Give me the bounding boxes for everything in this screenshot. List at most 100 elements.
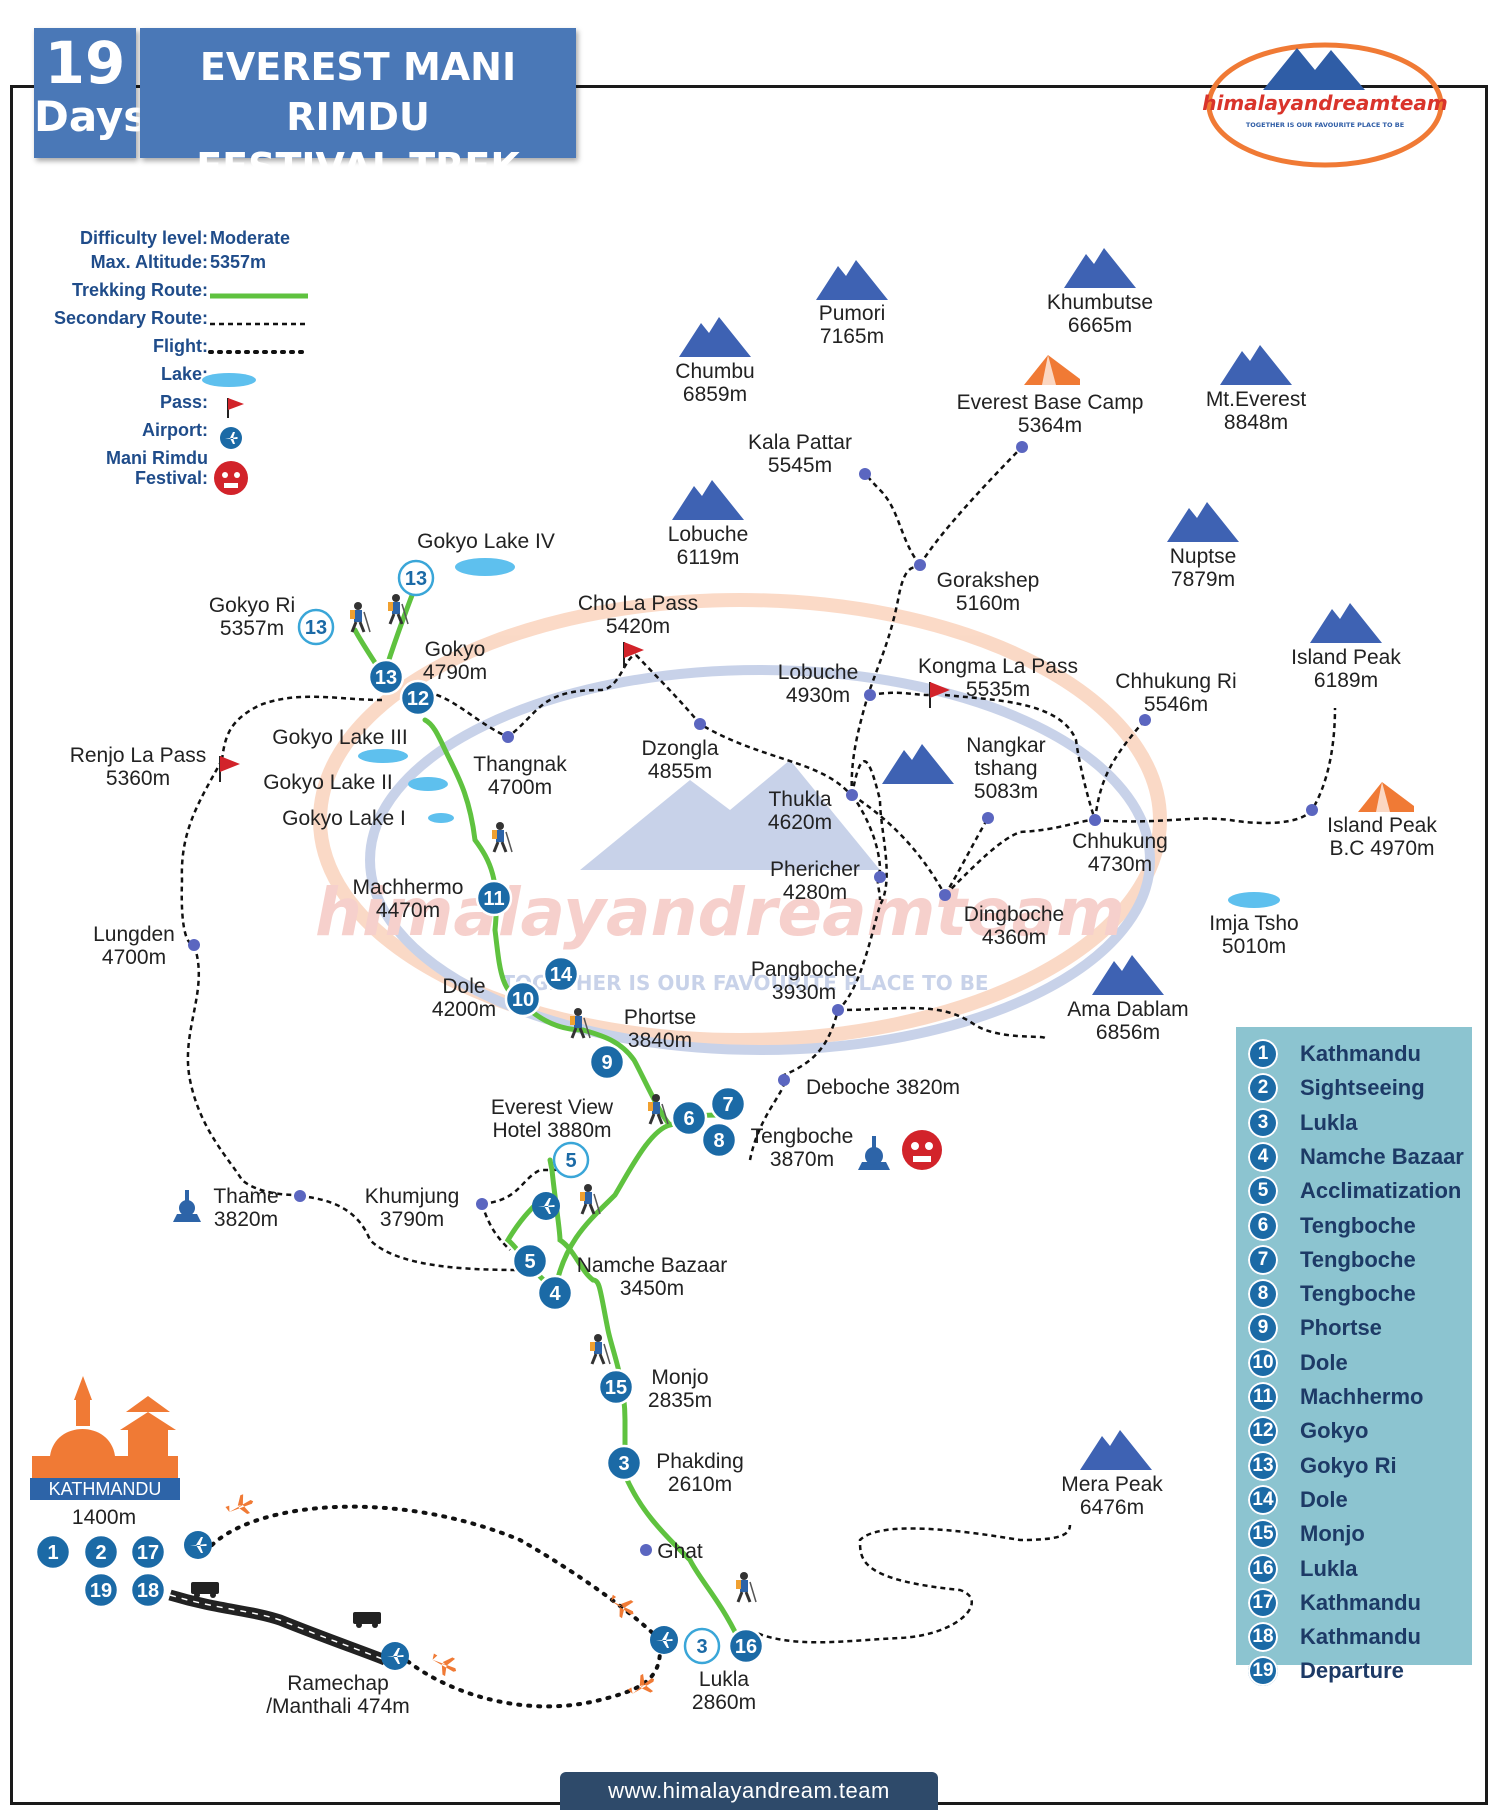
label-dzongla-alt: 4855m [648,760,712,783]
map-day-badge-circle [709,1085,747,1123]
label-lobuche-peak-alt: 6119m [677,546,740,569]
map-day-badge-circle [397,559,435,597]
hiker-icon-1 [348,600,372,634]
days-unit: Days [34,92,149,141]
label-kala-pattar: Kala Pattar [748,431,852,454]
label-thangnak-alt: 4700m [488,776,552,799]
label-khumjung-alt: 3790m [380,1208,444,1231]
label-gokyo-lake-iv: Gokyo Lake IV [417,530,555,553]
map-day-badge-number: 13 [405,568,427,590]
label-gokyo-ri: Gokyo Ri [209,594,295,617]
lobuche-mountain-icon [672,480,744,520]
brand-logo[interactable]: himalayandreamteam TOGETHER IS OUR FAVOU… [1195,10,1455,180]
legend-difficulty-label: Difficulty level: [79,228,208,248]
label-lukla-alt: 2860m [692,1691,756,1714]
watermark-tagline: TOGETHER IS OUR FAVOURITE PLACE TO BE [501,971,988,995]
label-chhukung-alt: 4730m [1088,853,1152,876]
label-dingboche: Dingboche [964,903,1064,926]
map-day-badge-circle [536,1274,574,1312]
map-day-badge-circle [504,980,542,1018]
map-day-badge: 13 [397,559,435,597]
label-kongma-la-alt: 5535m [966,678,1030,701]
legend-flight: Flight: [26,336,316,360]
legend-lake-label: Lake: [160,364,208,384]
label-dingboche-alt: 4360m [982,926,1046,949]
label-tengboche-alt: 3870m [770,1148,834,1171]
gokyo-lake-i-icon [428,813,454,823]
itinerary-day-number: 8 [1248,1279,1278,1310]
map-day-badge: 9 [588,1043,626,1081]
label-renjo-la-alt: 5360m [106,767,170,790]
label-nangkar-2: tshang [974,757,1037,780]
label-lobuche: Lobuche [778,661,859,684]
days-number: 19 [44,29,126,97]
map-day-badge: 13 [367,658,405,696]
map-labels: Pumori 7165m Khumbutse 6665m Chumbu 6859… [70,291,1438,1718]
khumbutse-mountain-icon [1064,248,1136,288]
map-day-badge: 8 [700,1121,738,1159]
map-day-badge: 1 [34,1533,72,1571]
label-gokyo-lake-iii: Gokyo Lake III [272,726,407,749]
label-chumbu: Chumbu [675,360,754,383]
legend-trekking-label: Trekking Route: [71,280,208,300]
map-day-badge: 17 [129,1533,167,1571]
label-ramechap-alt: /Manthali 474m [266,1695,410,1718]
label-ramechap: Ramechap [287,1672,389,1695]
map-day-badge: 7 [709,1085,747,1123]
renjo-la-pass-flag-icon [219,756,240,782]
watermark-mountain-icon [580,760,880,870]
label-pheriche: Phericher [770,858,860,881]
dot-ebc [1016,441,1028,453]
map-day-badge-number: 17 [137,1542,159,1564]
map-day-badge: 4 [536,1274,574,1312]
map-day-badge: 6 [670,1099,708,1137]
legend-festival-label-2: Festival: [134,468,208,488]
road-center-line [169,1594,386,1661]
label-island-peak-bc-alt: B.C 4970m [1329,837,1434,860]
label-gokyo-ri-alt: 5357m [220,617,284,640]
label-monjo: Monjo [651,1366,708,1389]
logo-mountain-icon [1263,48,1365,90]
kathmandu-label: KATHMANDU [30,1478,180,1500]
itinerary-place: Kathmandu [1300,1624,1421,1650]
dot-kala-pattar [859,468,871,480]
legend-flight-label: Flight: [153,336,208,356]
place-dots [188,441,1318,1556]
label-khumjung: Khumjung [365,1185,460,1208]
label-phakding: Phakding [656,1450,744,1473]
label-kala-pattar-alt: 5545m [768,454,832,477]
label-lobuche-peak: Lobuche [668,523,749,546]
gokyo-lake-iii-icon [358,749,408,763]
label-phakding-alt: 2610m [668,1473,732,1496]
itinerary-day-number: 19 [1248,1656,1278,1687]
flight-routes [210,1504,662,1709]
dot-chhukung-ri [1139,714,1151,726]
map-day-badge-circle [670,1099,708,1137]
pass-flags [219,642,950,782]
map-day-badge: 3 [683,1627,721,1665]
label-namche-alt: 3450m [620,1277,684,1300]
hiker-icon-3 [490,820,514,854]
website-url[interactable]: www.himalayandream.team [560,1772,938,1810]
nangkartshang-mountain-icon [882,744,954,784]
label-nuptse-alt: 7879m [1171,568,1235,591]
label-ebc-alt: 5364m [1018,414,1082,437]
route-chhukung-ri [1093,719,1146,821]
itinerary-place: Namche Bazaar [1300,1143,1464,1169]
legend-pass-flag-icon [227,398,244,418]
legend-festival: Mani Rimdu [26,448,316,472]
itinerary-place: Acclimatization [1300,1178,1462,1204]
route-khumjung-namche [480,1203,511,1251]
itinerary-place: Monjo [1300,1521,1365,1547]
itinerary-day-number: 16 [1248,1553,1278,1584]
itinerary-day-number: 12 [1248,1416,1278,1447]
label-imja-tsho: Imja Tsho [1209,912,1299,935]
dot-deboche [778,1074,790,1086]
everest-mountain-icon [1220,345,1292,385]
map-day-badge-number: 19 [90,1580,112,1602]
